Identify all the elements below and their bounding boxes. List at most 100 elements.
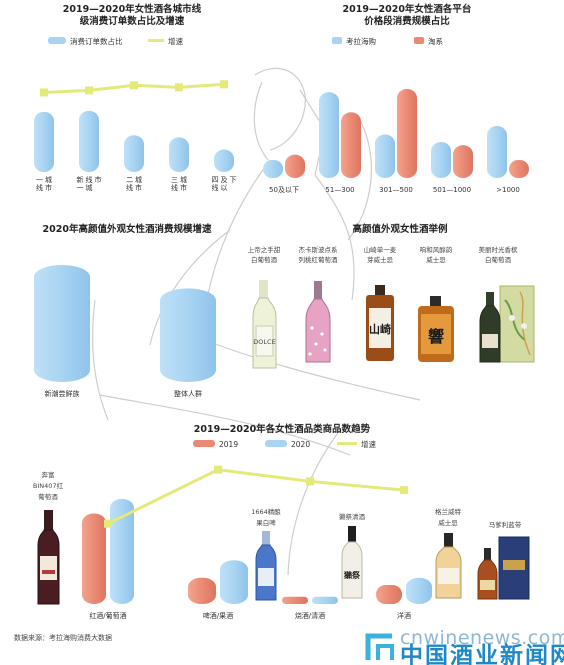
callout-martell: 马爹利蓝带 bbox=[489, 520, 522, 529]
chart1-xlabel-3-part1-char: 线 bbox=[126, 183, 133, 192]
chart1-xlabel-1-part2-char: 市 bbox=[45, 183, 52, 192]
chart2-bar-taobao-3 bbox=[397, 88, 417, 178]
red-wine-bottle-icon bbox=[37, 510, 60, 605]
chart1-bar-4 bbox=[169, 137, 189, 172]
chart-platform-price: 2019—2020年女性酒各平台 价格段消费规模占比 考拉海购 淘系 50及以下… bbox=[263, 3, 529, 194]
chart1-legend-growth: 增速 bbox=[168, 36, 183, 46]
chart4-growth-point-3 bbox=[306, 477, 314, 486]
chart2-xlabel-5: >1000 bbox=[496, 186, 520, 194]
watermark-name: 中国酒业新闻网 bbox=[400, 642, 564, 665]
chart3-xlabel-1: 新潮尝鲜族 bbox=[45, 389, 80, 398]
site-watermark: cnwinenews.com 中国酒业新闻网 bbox=[365, 627, 564, 665]
product-3-bottle-label: 山崎 bbox=[369, 322, 391, 336]
sake-bottle-icon: 獺祭 bbox=[341, 526, 363, 599]
chart2-legend-taobao: 淘系 bbox=[428, 36, 443, 46]
chart1-title-line2: 级消费订单数占比及增速 bbox=[79, 15, 185, 27]
chart4-xlabel-1: 红酒/葡萄酒 bbox=[89, 611, 126, 620]
chart4-legend-swatch-2020 bbox=[265, 440, 287, 447]
chart4-bar-2019-4 bbox=[376, 585, 402, 604]
chart1-growth-point-5 bbox=[220, 80, 228, 89]
chart2-title-line2: 价格段消费规模占比 bbox=[364, 15, 450, 27]
chart1-legend-swatch-share bbox=[48, 37, 66, 44]
chart1-xlabel-4-part1-char: 三 bbox=[171, 176, 178, 184]
chart1-xlabel-5-part3-char: 下 bbox=[230, 176, 237, 184]
chart1-xlabel-4-part1-char: 线 bbox=[171, 183, 178, 192]
chart4-legend-2019: 2019 bbox=[219, 440, 238, 449]
chart4-bar-2019-1 bbox=[82, 513, 106, 604]
callout-penfolds-line1: 奔富 bbox=[42, 470, 55, 479]
chart4-title: 2019—2020年各女性酒品类商品数趋势 bbox=[194, 423, 371, 435]
product-2-name-line2: 列桃红葡萄酒 bbox=[299, 255, 339, 264]
chart1-bar-1 bbox=[34, 111, 54, 172]
beer-bottle-icon bbox=[255, 531, 277, 601]
chart-category-trend: 2019—2020年各女性酒品类商品数趋势 2019 2020 增速 红酒/葡萄… bbox=[33, 423, 530, 620]
chart4-bar-2020-4 bbox=[406, 577, 432, 604]
chart4-xlabel-4: 洋酒 bbox=[397, 611, 411, 620]
chart4-bar-2019-2 bbox=[188, 577, 216, 604]
chart1-xlabel-1-part1: 一线 bbox=[36, 176, 43, 192]
chart2-bar-kaola-1 bbox=[263, 159, 283, 178]
callout-dassai-bottle-label: 獺祭 bbox=[343, 570, 361, 580]
chart2-bar-taobao-1 bbox=[285, 154, 305, 178]
chart3-bar-2 bbox=[160, 288, 216, 382]
product-4-bottle-label: 響 bbox=[428, 327, 444, 346]
watermark-domain: cnwinenews.com bbox=[400, 627, 564, 649]
white-wine-bottle-icon: DOLCE bbox=[252, 280, 277, 369]
chart4-xlabel-2: 啤酒/果酒 bbox=[203, 611, 233, 620]
product-5-name-line1: 美丽时光香槟 bbox=[479, 245, 519, 254]
chart4-growth-point-1 bbox=[104, 519, 112, 528]
chart1-bar-3 bbox=[124, 135, 144, 172]
chart1-xlabel-5-part3: 下 bbox=[230, 176, 237, 184]
chart2-bar-kaola-4 bbox=[431, 141, 451, 178]
chart2-xlabel-4: 501—1000 bbox=[433, 186, 471, 194]
chart3-bar-1 bbox=[34, 265, 90, 382]
chart1-xlabel-2-part1: 新一 bbox=[77, 175, 84, 192]
cn-logo-icon bbox=[365, 633, 394, 660]
chart4-bar-2020-2 bbox=[220, 560, 248, 604]
chart2-bar-kaola-2 bbox=[319, 92, 339, 178]
whisky-bottle-icon bbox=[435, 533, 462, 599]
chart1-growth-point-3 bbox=[130, 81, 138, 90]
product-5-name-line2: 白葡萄酒 bbox=[485, 255, 512, 264]
chart4-growth-point-2 bbox=[214, 465, 222, 474]
callout-penfolds-line2: BIN407红 bbox=[33, 481, 64, 490]
callout-1664-line2: 果白啤 bbox=[256, 518, 276, 527]
callout-glenlivet-line2: 威士忌 bbox=[438, 518, 458, 527]
chart1-xlabel-5-part1-char: 线 bbox=[212, 183, 219, 192]
chart1-xlabel-4-part2-char: 市 bbox=[180, 183, 187, 192]
chart2-bar-taobao-4 bbox=[453, 145, 473, 178]
chart4-legend-swatch-2019 bbox=[193, 440, 215, 447]
chart1-growth-point-1 bbox=[40, 88, 48, 97]
chart2-xlabel-1: 50及以下 bbox=[269, 186, 299, 194]
chart1-growth-point-2 bbox=[85, 86, 93, 95]
chart1-legend-share: 消费订单数占比 bbox=[70, 36, 123, 46]
chart1-xlabel-2-part3-char: 市 bbox=[95, 175, 102, 184]
chart1-xlabel-2-part2-char: 线 bbox=[86, 175, 93, 184]
product-4-name-line2: 威士忌 bbox=[426, 255, 446, 264]
callout-glenlivet-line1: 格兰威特 bbox=[435, 507, 462, 516]
callout-dassai: 獭祭清酒 bbox=[339, 512, 366, 521]
chart2-legend-kaola: 考拉海购 bbox=[346, 36, 376, 46]
product-1-bottle-label: DOLCE bbox=[253, 338, 275, 346]
product-3-name-line2: 芽威士忌 bbox=[367, 255, 394, 264]
chart1-xlabel-5-part1-char: 四 bbox=[212, 176, 219, 184]
product-1-name-line1: 上帝之手甜 bbox=[248, 245, 281, 254]
chart1-xlabel-2-part2-char: 城 bbox=[86, 184, 93, 192]
chart1-bar-5 bbox=[214, 149, 234, 172]
chart4-xlabel-3: 烧酒/清酒 bbox=[295, 611, 325, 620]
showcase-panel: 高颜值外观女性酒举例 上帝之手甜 白葡萄酒 DOLCE 杰卡斯波点系 列桃红葡萄… bbox=[248, 223, 535, 369]
chart4-bar-2019-3 bbox=[282, 596, 308, 604]
chart2-bar-taobao-2 bbox=[341, 112, 361, 178]
chart1-xlabel-3-part2-char: 城 bbox=[135, 176, 142, 184]
chart1-xlabel-1-part1-char: 线 bbox=[36, 183, 43, 192]
chart2-bar-kaola-5 bbox=[487, 126, 507, 178]
champagne-bottle-with-box-icon bbox=[479, 285, 535, 363]
chart1-xlabel-2-part2: 线城 bbox=[86, 175, 93, 192]
chart1-xlabel-1-part2-char: 城 bbox=[45, 176, 52, 184]
chart2-xlabel-3: 301—500 bbox=[379, 186, 413, 194]
chart3-title: 2020年高颜值外观女性酒消费规模增速 bbox=[43, 223, 212, 235]
callout-penfolds-line3: 葡萄酒 bbox=[38, 492, 58, 501]
callout-1664-line1: 1664精酿 bbox=[251, 507, 281, 516]
source-note: 数据来源：考拉海购消费大数据 bbox=[14, 633, 112, 642]
